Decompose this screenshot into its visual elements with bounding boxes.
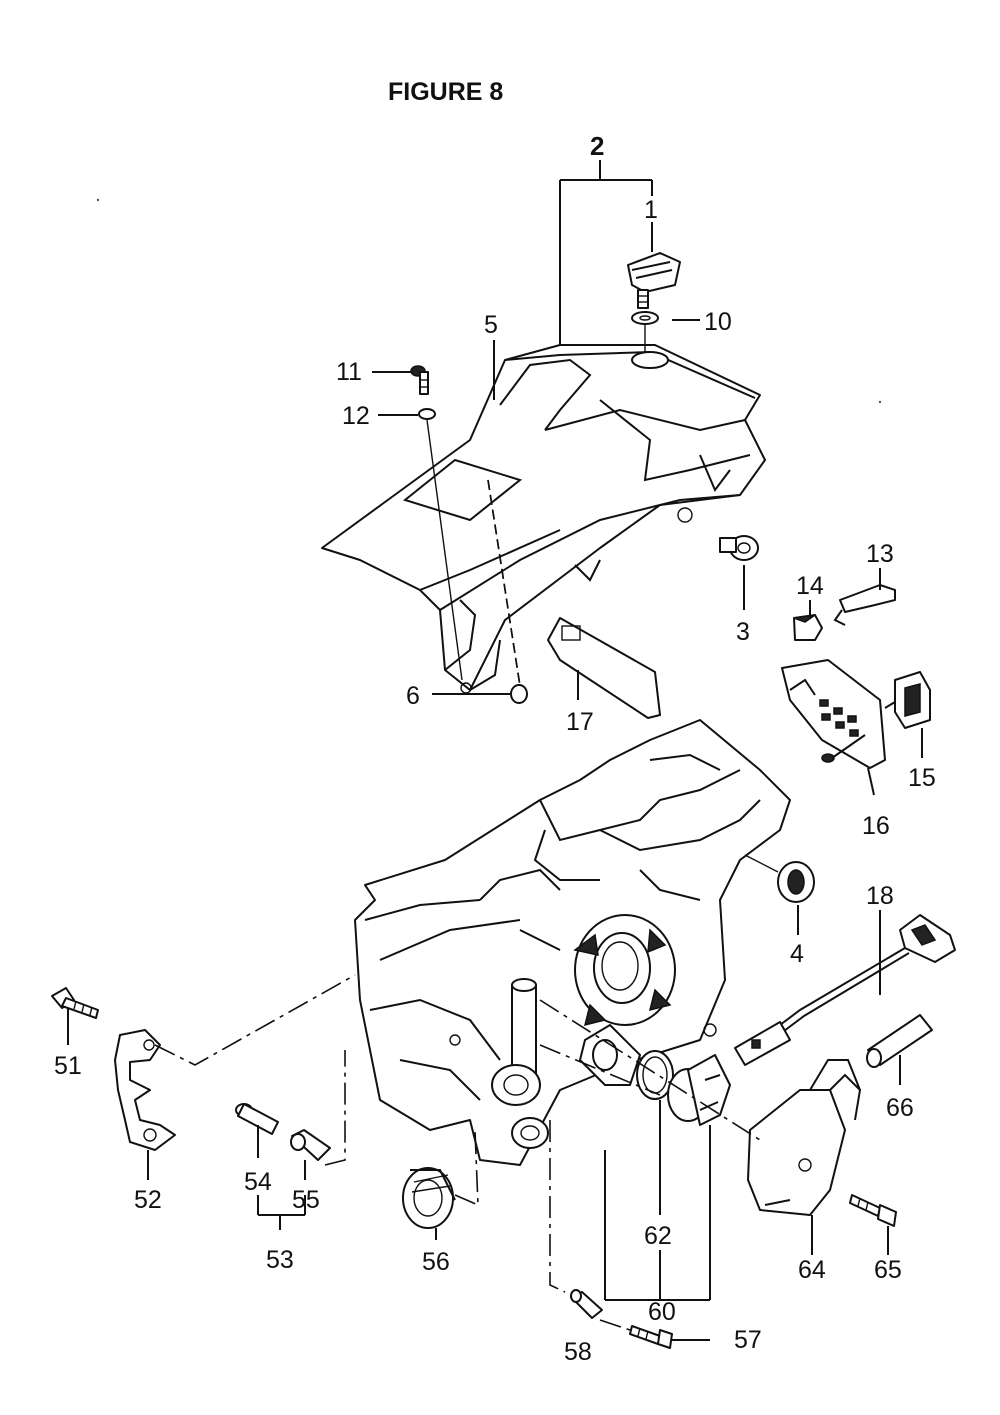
callout-18: 18 xyxy=(866,882,894,910)
screw-part xyxy=(410,365,429,395)
crankcase-part xyxy=(354,719,791,1166)
boot-part xyxy=(866,1014,933,1068)
callout-14: 14 xyxy=(796,572,824,600)
chain-catcher-part xyxy=(114,1029,176,1151)
filler-cap-part xyxy=(627,252,681,309)
washer-part xyxy=(418,408,436,420)
switch-knob-part xyxy=(793,614,823,641)
switch-part xyxy=(884,671,931,729)
pin-part xyxy=(235,1103,279,1135)
callout-56: 56 xyxy=(422,1248,450,1276)
callout-53: 53 xyxy=(266,1246,294,1274)
bolt-part xyxy=(51,987,99,1019)
callout-51: 51 xyxy=(54,1052,82,1080)
callout-3: 3 xyxy=(736,618,750,646)
callout-65: 65 xyxy=(874,1256,902,1284)
callout-54: 54 xyxy=(244,1168,272,1196)
washer-part xyxy=(631,311,659,325)
callout-13: 13 xyxy=(866,540,894,568)
scan-speck xyxy=(96,198,100,202)
gasket-part xyxy=(579,1024,641,1086)
callout-58: 58 xyxy=(564,1338,592,1366)
plate-part xyxy=(547,617,661,719)
callout-52: 52 xyxy=(134,1186,162,1214)
cable-part xyxy=(734,914,956,1066)
switch-plate-part xyxy=(781,659,886,769)
bolt-part xyxy=(849,1194,897,1227)
callout-6: 6 xyxy=(406,682,420,710)
front-cover-part xyxy=(747,1059,862,1216)
bolt-part xyxy=(629,1325,673,1349)
callout-17: 17 xyxy=(566,708,594,736)
callout-16: 16 xyxy=(862,812,890,840)
callout-57: 57 xyxy=(734,1326,762,1354)
callout-4: 4 xyxy=(790,940,804,968)
intake-flange-part xyxy=(667,1054,731,1126)
o-ring-part xyxy=(636,1050,674,1100)
callout-66: 66 xyxy=(886,1094,914,1122)
callout-55: 55 xyxy=(292,1186,320,1214)
callout-60: 60 xyxy=(648,1298,676,1326)
callout-15: 15 xyxy=(908,764,936,792)
callout-11: 11 xyxy=(336,358,362,386)
plug-part xyxy=(510,684,528,704)
scan-speck xyxy=(878,400,882,404)
top-cover-part xyxy=(321,344,766,694)
callout-1: 1 xyxy=(644,196,658,224)
callout-labels: 2 1 10 5 11 12 3 6 17 14 13 15 16 4 18 5… xyxy=(54,131,936,1366)
buffer-part xyxy=(744,854,815,903)
switch-rod-part xyxy=(833,584,896,626)
leader-lines xyxy=(67,160,923,1341)
callout-62: 62 xyxy=(644,1222,672,1250)
figure-title: FIGURE 8 xyxy=(388,78,504,106)
collar-part xyxy=(402,1167,456,1229)
callout-12: 12 xyxy=(342,402,370,430)
grommet-part xyxy=(719,535,759,561)
callout-2: 2 xyxy=(590,131,604,161)
callout-5: 5 xyxy=(484,311,498,339)
callout-10: 10 xyxy=(704,308,732,336)
callout-64: 64 xyxy=(798,1256,826,1284)
sleeve-part xyxy=(290,1129,331,1161)
dowel-pin-part xyxy=(570,1289,603,1319)
